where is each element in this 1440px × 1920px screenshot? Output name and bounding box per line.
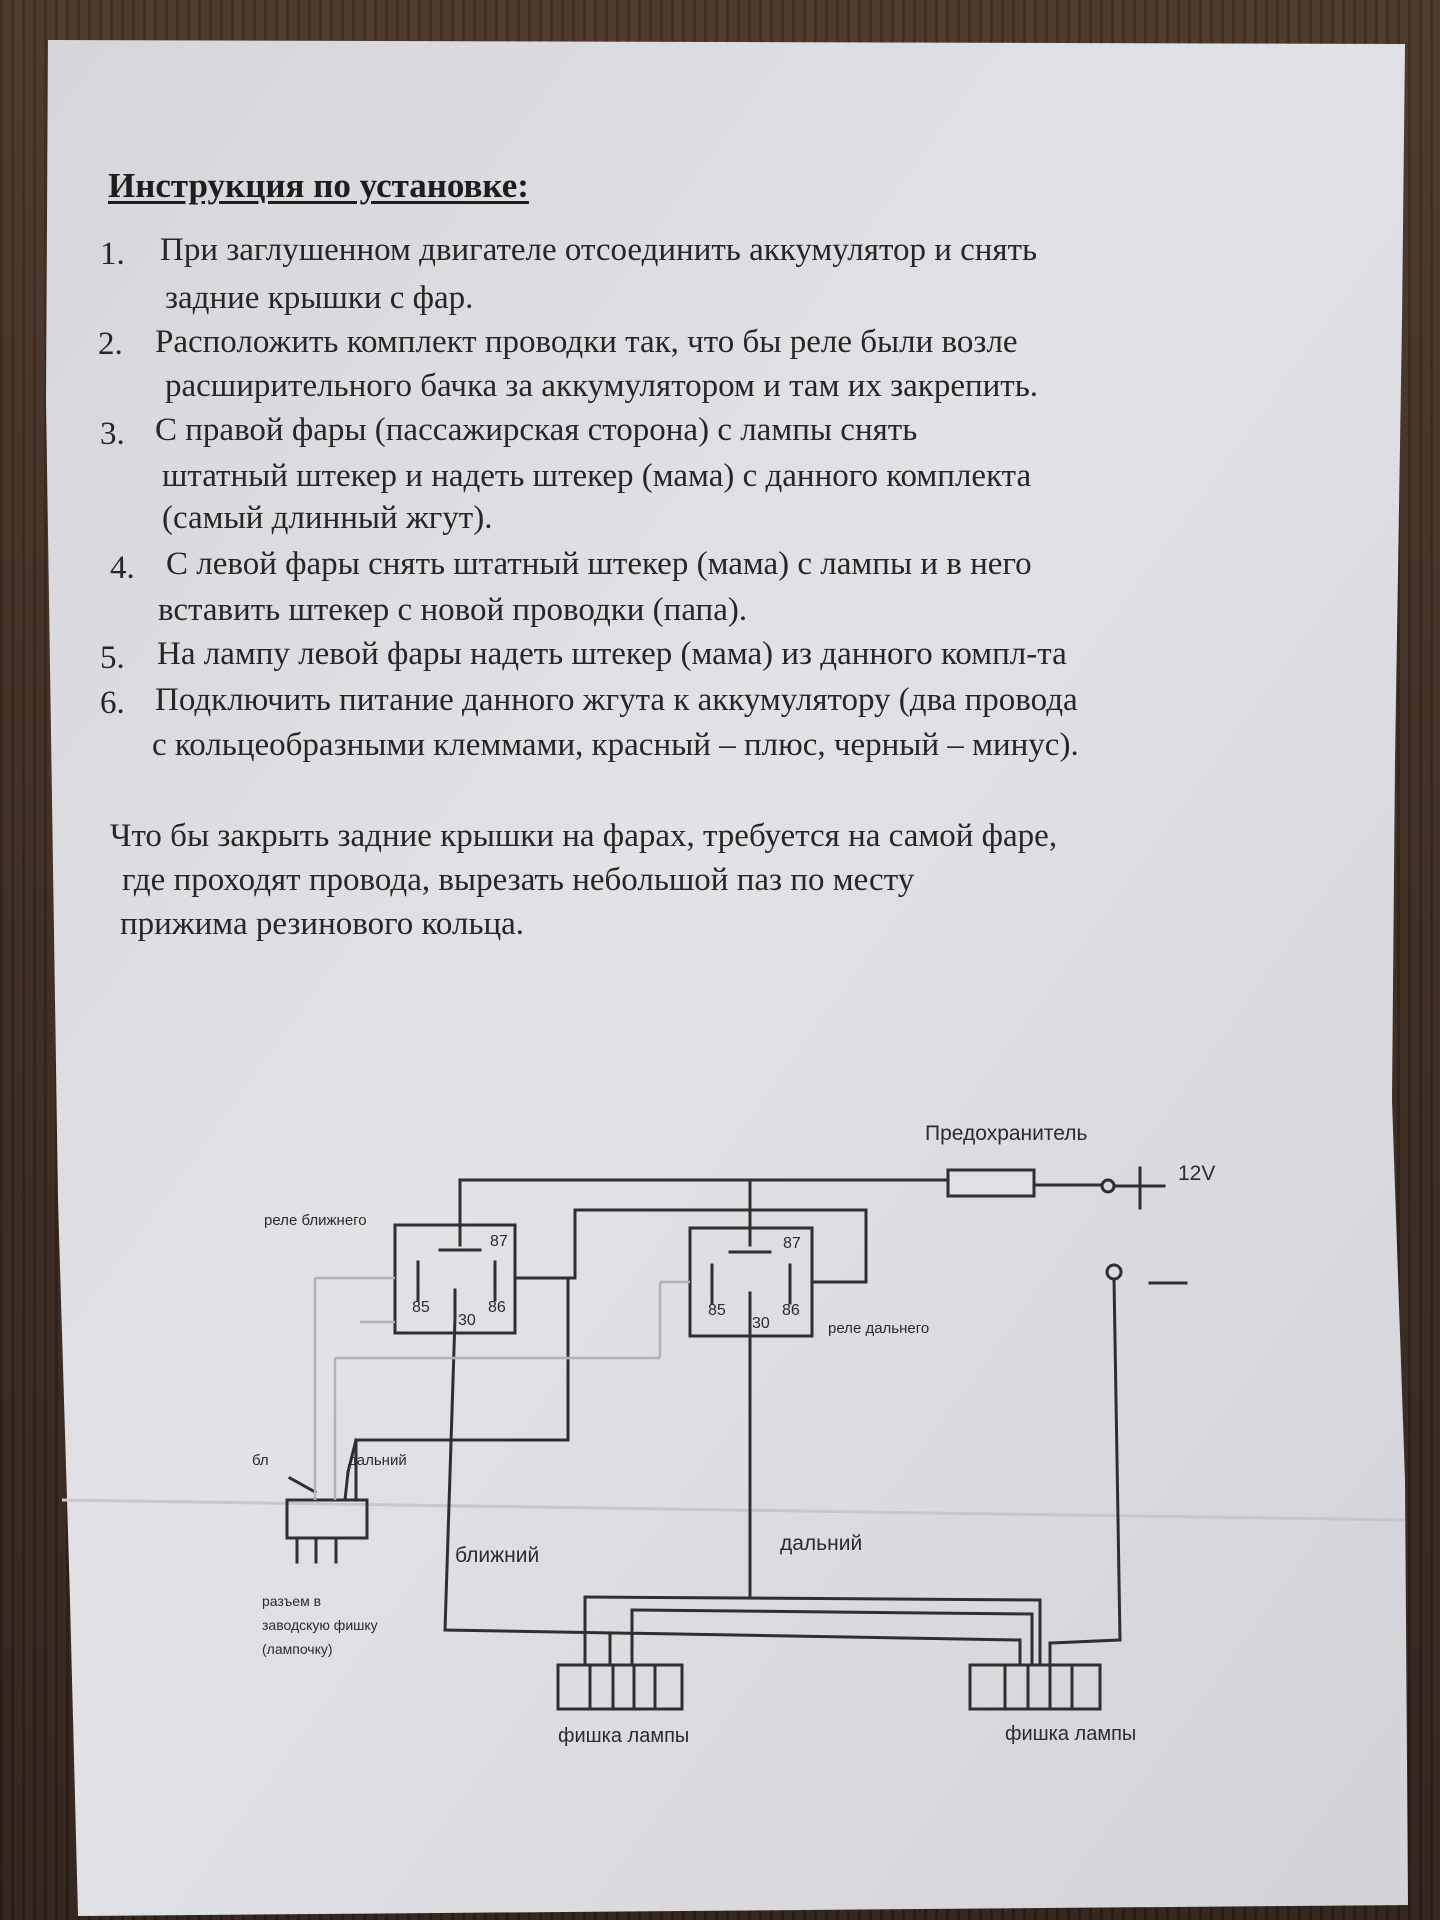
step-text-line: с кольцеобразными клеммами, красный – пл… — [152, 727, 1079, 763]
step-number: 1. — [100, 236, 125, 272]
pin-87-label: 87 — [783, 1235, 801, 1252]
pin-30-label: 30 — [752, 1315, 770, 1332]
fuse-label: Предохранитель — [925, 1122, 1087, 1145]
step-number: 2. — [98, 326, 123, 362]
step-number: 5. — [100, 640, 125, 676]
step-number: 6. — [100, 685, 125, 721]
step-text-line: расширительного бачка за аккумулятором и… — [165, 368, 1039, 404]
low-beam-wire — [443, 1316, 457, 1632]
voltage-label: 12V — [1178, 1162, 1215, 1185]
pin-30-label: 30 — [458, 1312, 476, 1329]
ground-bus-wire — [630, 1608, 1034, 1616]
step-text-line: Подключить питание данного жгута к аккум… — [155, 682, 1078, 718]
connector-caption-line: разъем в — [262, 1593, 321, 1609]
lamp-plug-label-right: фишка лампы — [1005, 1723, 1136, 1745]
step-text-line: На лампу левой фары надеть штекер (мама)… — [157, 636, 1067, 672]
step-text-line: вставить штекер с новой проводки (папа). — [158, 592, 748, 628]
step-number: 4. — [110, 550, 135, 586]
instructions-heading: Инструкция по установке: — [108, 166, 529, 205]
pin-87-label: 87 — [490, 1233, 508, 1250]
note-line: Что бы закрыть задние крышки на фарах, т… — [110, 818, 1058, 854]
step-text-line: задние крышки с фар. — [165, 280, 474, 316]
minus-terminal — [1105, 1263, 1123, 1281]
connector-caption-line: (лампочку) — [262, 1641, 333, 1657]
pin-85-label: 85 — [708, 1302, 726, 1319]
step-text-line: (самый длинный жгут). — [162, 500, 493, 536]
note-line: где проходят провода, вырезать небольшой… — [122, 862, 915, 898]
high-beam-wire — [583, 1595, 1042, 1602]
step-text-line: С правой фары (пассажирская сторона) с л… — [155, 412, 918, 448]
ground-wire — [1112, 1277, 1122, 1642]
connector-wire — [343, 1470, 350, 1502]
relay-high-label: реле дальнего — [828, 1320, 929, 1337]
lamp-plug-label-left: фишка лампы — [558, 1725, 689, 1747]
step-text-line: штатный штекер и надеть штекер (мама) с … — [162, 458, 1032, 494]
plus-terminal — [1100, 1178, 1116, 1194]
wire-high-short-label: дальний — [348, 1452, 407, 1469]
connector-caption-line: заводскую фишку — [262, 1617, 378, 1633]
low-beam-wire — [443, 1628, 1022, 1642]
step-text-line: С левой фары снять штатный штекер (мама)… — [166, 546, 1032, 582]
step-text-line: Расположить комплект проводки так, что б… — [155, 324, 1018, 360]
factory-connector-body — [285, 1498, 369, 1540]
wire-low-short-label: бл — [252, 1452, 269, 1469]
step-number: 3. — [100, 416, 125, 452]
connector-wire — [287, 1475, 318, 1495]
fuse-symbol — [946, 1168, 1036, 1198]
lamp-plug-right — [968, 1663, 1102, 1711]
high-beam-label: дальний — [780, 1532, 862, 1555]
step-text-line: При заглушенном двигателе отсоединить ак… — [160, 232, 1038, 268]
note-line: прижима резинового кольца. — [120, 906, 525, 942]
pin-86-label: 86 — [782, 1302, 800, 1319]
relay-low-label: реле ближнего — [264, 1212, 367, 1229]
pin-85-label: 85 — [412, 1299, 430, 1316]
low-beam-label: ближний — [455, 1544, 539, 1567]
lamp-plug-left — [556, 1663, 684, 1711]
ground-wire — [1048, 1638, 1122, 1645]
connector-wire — [346, 1438, 358, 1474]
pin-86-label: 86 — [488, 1299, 506, 1316]
